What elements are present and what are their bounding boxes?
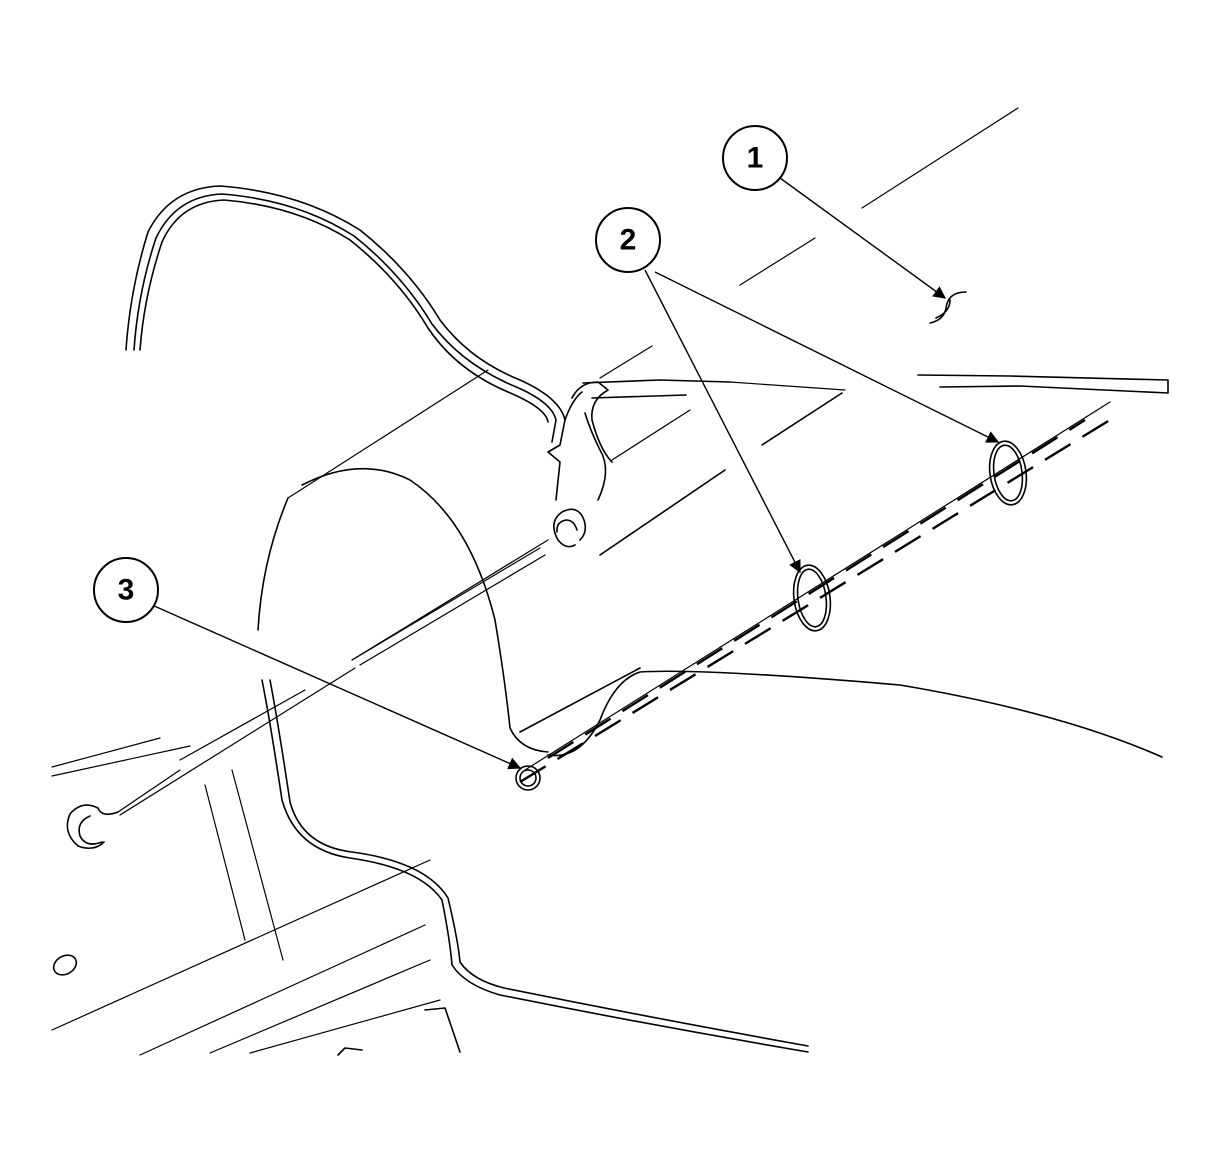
- callout-1-label: 1: [747, 142, 764, 175]
- callout-2: 2: [595, 207, 661, 273]
- filler-hose: [66, 508, 587, 850]
- clip-upper: [988, 440, 1028, 506]
- fuel-tank: [257, 412, 1163, 758]
- line-clips: [515, 291, 1028, 791]
- callout-3: 3: [93, 557, 159, 623]
- fastener-hook: [929, 291, 967, 324]
- fuel-lines: [125, 185, 1119, 1053]
- quick-connect-fitting: [515, 765, 541, 791]
- callout-3-label: 3: [118, 574, 135, 607]
- callout-2-label: 2: [620, 224, 637, 257]
- callout-leaders: [151, 177, 1000, 770]
- vehicle-body-structure: [51, 107, 1169, 1056]
- callout-1: 1: [722, 125, 788, 191]
- clip-lower: [792, 564, 832, 632]
